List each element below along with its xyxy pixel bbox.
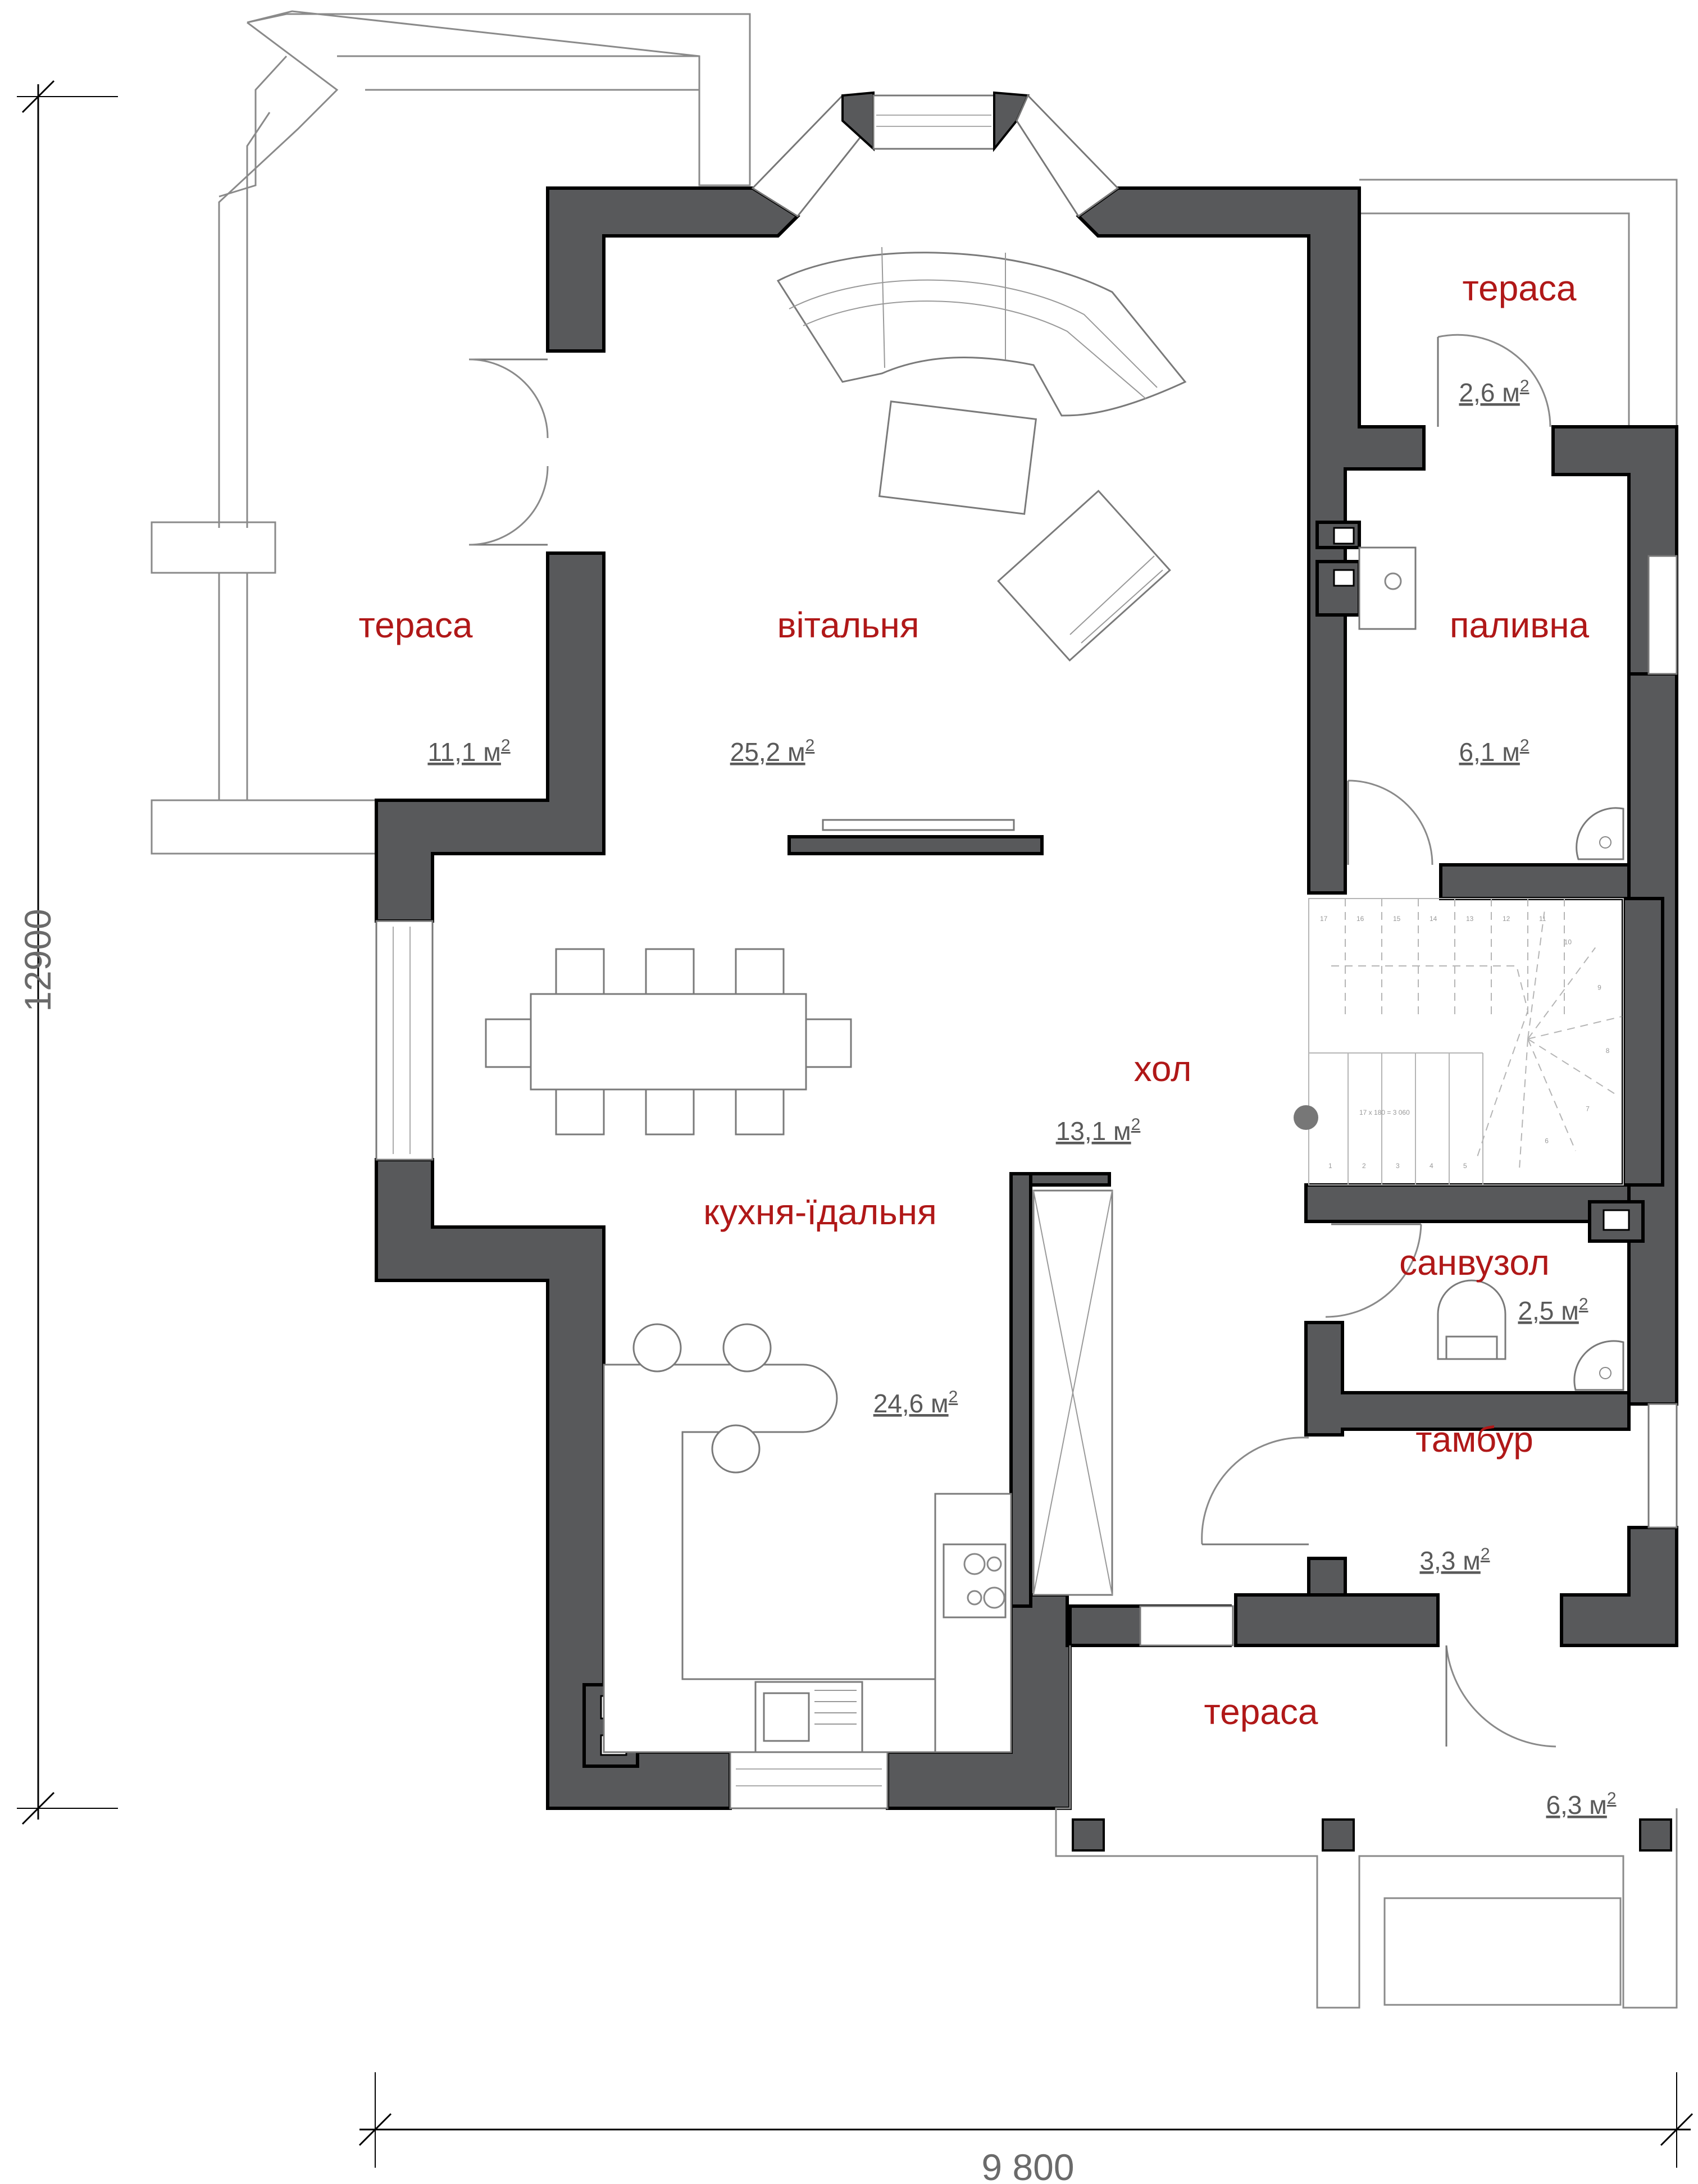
room-name-kitchen: кухня-їдальня [703, 1192, 936, 1232]
stair-number: 16 [1356, 915, 1364, 923]
room-name-terrace-entry: тераса [1204, 1691, 1318, 1732]
room-area-fuel: 6,1 м2 [1459, 736, 1529, 767]
room-name-wc: санвузол [1399, 1242, 1550, 1283]
top-right-terrace-railing [1359, 179, 1678, 427]
bar-stools [632, 1323, 772, 1474]
stair-number: 3 [1396, 1162, 1400, 1170]
stair-number: 8 [1606, 1047, 1610, 1055]
stair-winder-line [1519, 1038, 1528, 1168]
armchair [997, 489, 1171, 662]
sofa [776, 247, 1187, 417]
windows [375, 555, 1678, 1809]
room-name-vestibule: тамбур [1415, 1419, 1533, 1460]
toilet [1437, 1279, 1506, 1360]
stair-winder-line [1527, 1038, 1576, 1151]
room-area-wc: 2,5 м2 [1518, 1295, 1588, 1325]
stair-number: 1 [1328, 1162, 1332, 1170]
horizontal-dimension [358, 2072, 1694, 2168]
stair-winder-line [1527, 1016, 1622, 1039]
entry-terrace [1055, 1645, 1678, 2009]
coffee-table [878, 400, 1037, 515]
stair-winder-line [1527, 947, 1596, 1039]
room-area-terrace-left: 11,1 м2 [427, 736, 510, 767]
room-labels: тераса 11,1 м2 вітальня 25,2 м2 тераса 2… [359, 268, 1617, 1820]
room-area-terrace-top: 2,6 м2 [1459, 377, 1529, 407]
boiler [1358, 546, 1417, 630]
stair-number: 17 [1320, 915, 1328, 923]
bay-window [751, 91, 1119, 218]
room-name-terrace-left: тераса [359, 605, 473, 645]
stair-number: 5 [1463, 1162, 1467, 1170]
staircase: 17 16 15 14 13 12 11 5 4 3 2 1 10 9 8 7 6 17 x 180 = 3 0… [1294, 898, 1624, 1186]
stair-number: 13 [1466, 915, 1474, 923]
room-name-hall: хол [1134, 1048, 1192, 1089]
room-area-living: 25,2 м2 [730, 736, 815, 767]
stair-winder-line [1527, 1038, 1615, 1095]
dimension-width: 9 800 [981, 2146, 1074, 2184]
stair-number: 10 [1564, 938, 1572, 946]
tv [822, 819, 1015, 831]
sink-wc [1573, 1340, 1624, 1391]
sink-fuel-room [1576, 807, 1624, 860]
room-area-kitchen: 24,6 м2 [873, 1388, 958, 1418]
stair-number: 7 [1586, 1105, 1590, 1112]
left-terrace-railing [151, 10, 751, 855]
dimension-height: 12900 [17, 909, 58, 1012]
kitchen-counter [603, 1364, 1012, 1753]
stair-number: 2 [1362, 1162, 1366, 1170]
exterior-walls [375, 186, 1678, 1810]
wardrobe [1032, 1189, 1113, 1596]
dimension-labels: 12900 9 800 [17, 909, 1075, 2184]
room-area-terrace-entry: 6,3 м2 [1546, 1789, 1616, 1820]
room-name-fuel: паливна [1450, 605, 1590, 645]
room-area-hall: 13,1 м2 [1056, 1115, 1141, 1146]
stair-number: 4 [1430, 1162, 1433, 1170]
stair-number: 12 [1503, 915, 1510, 923]
room-name-terrace-top: тераса [1463, 268, 1577, 308]
room-area-vestibule: 3,3 м2 [1419, 1545, 1490, 1575]
stair-number: 9 [1597, 983, 1601, 991]
stair-number: 15 [1393, 915, 1401, 923]
dining-table [485, 948, 852, 1136]
stair-number: 11 [1539, 915, 1546, 923]
stair-number: 14 [1430, 915, 1437, 923]
stair-note: 17 x 180 = 3 060 [1359, 1109, 1410, 1116]
stair-number: 6 [1545, 1137, 1549, 1145]
doors [468, 334, 1556, 1748]
room-name-living: вітальня [777, 605, 919, 645]
stair-winder-line [1527, 911, 1545, 1039]
vertical-dimension [17, 80, 118, 1825]
